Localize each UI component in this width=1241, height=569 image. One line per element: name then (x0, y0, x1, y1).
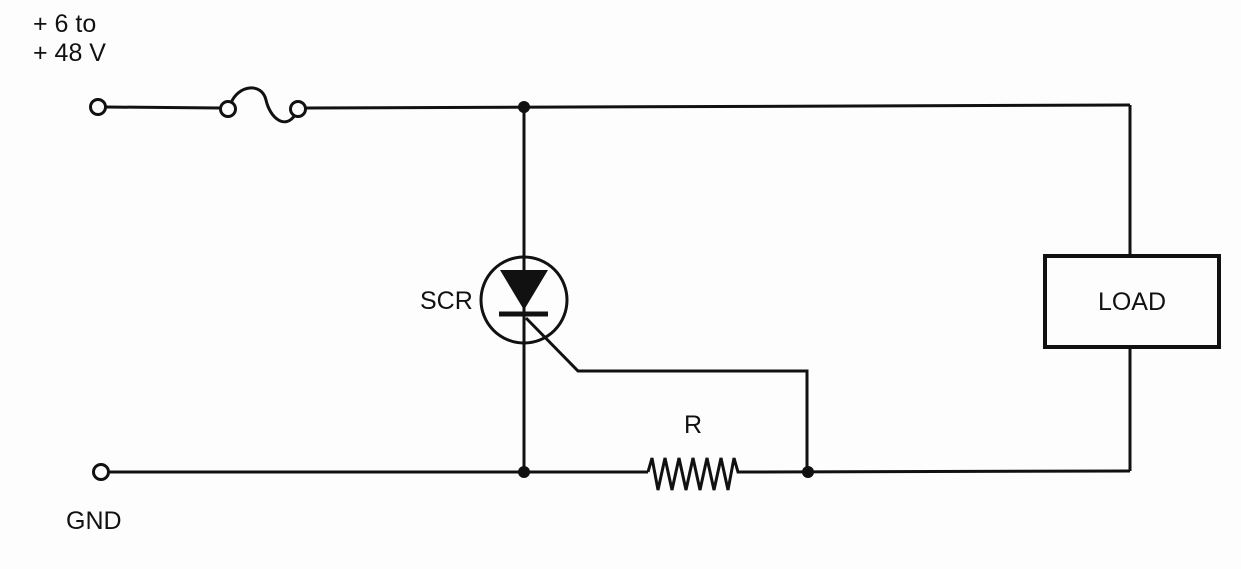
fuse-symbol (219, 86, 307, 124)
load-label: LOAD (1098, 288, 1166, 316)
load-box (1043, 254, 1221, 349)
wire-top-rail (305, 103, 1131, 110)
scr-label: SCR (420, 287, 473, 315)
resistor-label: R (684, 411, 703, 439)
junction-dot (518, 466, 530, 478)
junction-dot (802, 466, 814, 478)
ground-terminal (92, 463, 110, 481)
supply-voltage-label-2: + 48 V (33, 39, 106, 67)
supply-terminal (89, 98, 107, 116)
ground-label: GND (66, 507, 122, 535)
wire-scr-gate (524, 316, 809, 472)
wire-ground-rail-right (741, 469, 1131, 474)
wire-supply-in (105, 105, 221, 110)
scr-symbol (479, 255, 569, 345)
junction-dot (518, 101, 530, 113)
supply-voltage-label-1: + 6 to (33, 10, 97, 38)
resistor-symbol (646, 457, 742, 491)
